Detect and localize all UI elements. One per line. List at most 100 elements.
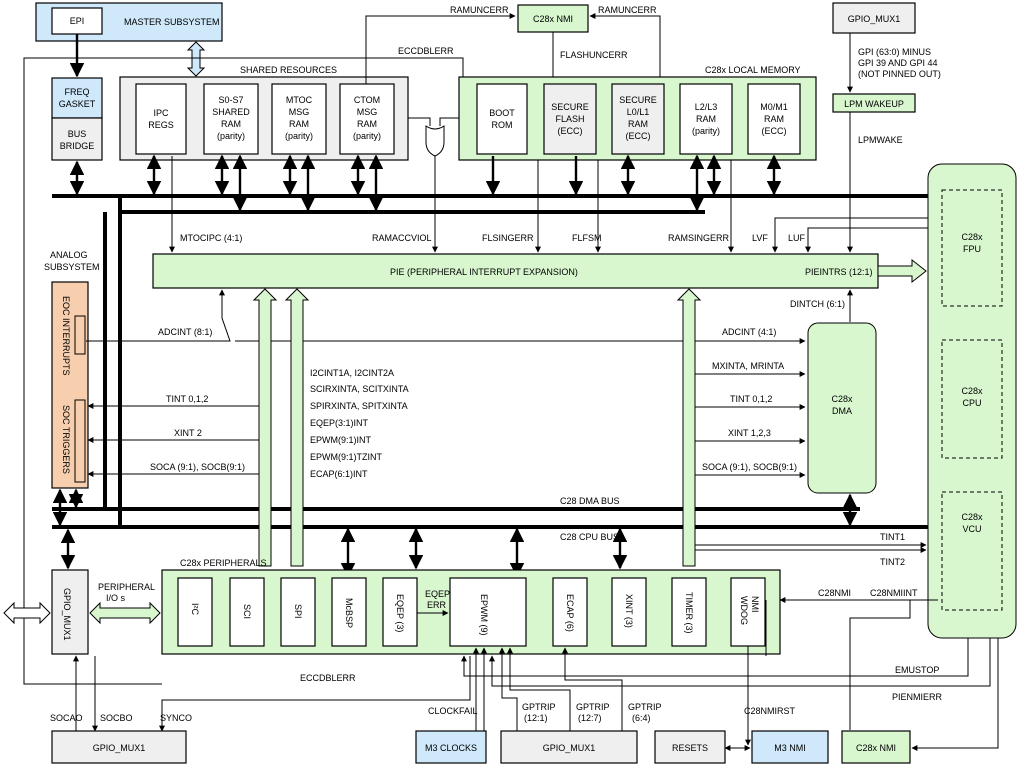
peripheral-io-line1: PERIPHERAL — [98, 582, 155, 592]
eccdblerr-bottom-label: ECCDBLERR — [300, 673, 356, 683]
int-line-2: SCIRXINTA, SCITXINTA — [310, 384, 409, 394]
gpio-top-box — [832, 2, 916, 34]
timer-box — [671, 577, 707, 647]
ecap-box — [552, 577, 588, 647]
int-line-3: SPIRXINTA, SPITXINTA — [310, 401, 408, 411]
interrupt-fat-arrows — [252, 288, 702, 567]
pie-label: PIE (PERIPHERAL INTERRUPT EXPANSION) — [390, 267, 578, 277]
cpu-line1: C28x — [961, 386, 983, 396]
bus-lines — [52, 194, 928, 529]
m0m1-line3: (ECC) — [762, 126, 787, 136]
epwm-label: EPWM (9) — [479, 594, 489, 636]
l2l3-ram-box — [679, 83, 733, 155]
bus-bridge-box — [51, 117, 103, 161]
m3-nmi-label: M3 NMI — [774, 743, 806, 753]
dma-mxint-label: MXINTA, MRINTA — [712, 361, 784, 371]
clockfail-label: CLOCKFAIL — [428, 706, 478, 716]
m0m1-line2: RAM — [764, 114, 784, 124]
c28x-core-box — [927, 163, 1017, 639]
nmi-wdog-box — [730, 577, 766, 647]
l0l1-line3: RAM — [628, 119, 648, 129]
dma-adcint-label: ADCINT (4:1) — [722, 327, 776, 337]
dma-box — [807, 322, 877, 494]
ramaccviol-label: RAMACCVIOL — [372, 233, 432, 243]
epwm-box — [449, 577, 527, 647]
mtoc-line2: MSG — [289, 107, 310, 117]
mcbsp-box — [331, 577, 367, 647]
secure-flash-box — [543, 83, 597, 155]
cpu-line2: CPU — [962, 398, 981, 408]
c28nmi-label: C28NMI — [818, 588, 851, 598]
secure-l0l1-box — [611, 83, 665, 155]
s0s7-line2: SHARED — [212, 107, 250, 117]
ctom-line4: (parity) — [353, 131, 381, 141]
int-line-5: EPWM(9:1)INT — [310, 435, 372, 445]
gpi-note-line1: GPI (63:0) MINUS — [858, 47, 931, 57]
int-line-6: EPWM(9:1)TZINT — [310, 452, 382, 462]
resets-box — [654, 730, 726, 764]
bus-bridge-line1: BUS — [68, 129, 87, 139]
l2l3-line1: L2/L3 — [695, 102, 718, 112]
bottom-c28x-nmi-label: C28x NMI — [856, 743, 896, 753]
gptrip1-line2: (12:1) — [524, 713, 548, 723]
ipc-line2: REGS — [148, 120, 174, 130]
gpio-bottom-left-box — [51, 730, 187, 764]
mtoc-line4: (parity) — [285, 131, 313, 141]
m3-clocks-label: M3 CLOCKS — [425, 743, 477, 753]
l0l1-line4: (ECC) — [626, 131, 651, 141]
freq-gasket-box — [51, 77, 103, 119]
xint-box — [611, 577, 647, 647]
gptrip2-line1: GPTRIP — [576, 702, 610, 712]
master-shared-double-arrow — [186, 41, 206, 77]
socbo-label: SOCBO — [100, 713, 133, 723]
vcu-dashed-box — [941, 491, 1003, 611]
spi-label: SPI — [293, 604, 303, 619]
mcbsp-label: McBSP — [344, 598, 354, 628]
local-memory-title: C28x LOCAL MEMORY — [705, 65, 801, 75]
lpmwake-label: LPMWAKE — [858, 135, 903, 145]
bus-bridge-line2: BRIDGE — [60, 141, 95, 151]
bottom-wires — [73, 597, 999, 751]
gpio-left-box — [51, 569, 89, 655]
dma-input-arrows — [695, 371, 858, 527]
lpm-wakeup-box — [832, 93, 916, 113]
peripherals-title: C28x PERIPHERALS — [180, 558, 267, 568]
fpu-dashed-box — [941, 189, 1003, 307]
eoc-interrupts-label: EOC INTERRUPTS — [61, 296, 71, 376]
gpio-left-io-arrow — [3, 601, 51, 625]
resets-label: RESETS — [672, 743, 708, 753]
bus-connector-arrows — [52, 488, 927, 578]
i2c-label: I²C — [190, 603, 200, 615]
l2l3-line2: RAM — [696, 114, 716, 124]
int-line-4: EQEP(3:1)INT — [310, 418, 369, 428]
or-gate-icon — [425, 125, 445, 157]
shared-resources-title: SHARED RESOURCES — [240, 65, 337, 75]
dintch-label: DINTCH (6:1) — [790, 299, 845, 309]
dma-line2: DMA — [832, 406, 852, 416]
top-nmi-wiring — [23, 13, 661, 685]
ramuncerr-right-label: RAMUNCERR — [598, 5, 657, 15]
emustop-label: EMUSTOP — [895, 665, 939, 675]
dma-soca-label: SOCA (9:1), SOCB(9:1) — [702, 462, 797, 472]
flfsm-label: FLFSM — [572, 233, 602, 243]
socao-label: SOCAO — [50, 713, 83, 723]
gpio-left-label: GPIO_MUX1 — [62, 588, 72, 641]
m0m1-ram-box — [747, 83, 801, 155]
lvf-label: LVF — [752, 233, 768, 243]
dma-xint-label: XINT 1,2,3 — [728, 428, 771, 438]
top-c28x-nmi-box — [517, 4, 589, 33]
boot-line1: BOOT — [489, 108, 515, 118]
timer-label: TIMER (3) — [684, 592, 694, 634]
dma-line1: C28x — [831, 394, 853, 404]
synco-label: SYNCO — [160, 713, 192, 723]
s0s7-line4: (parity) — [217, 131, 245, 141]
xint2-label: XINT 2 — [174, 428, 202, 438]
eqep-box — [382, 577, 418, 647]
m3-nmi-box — [751, 730, 829, 764]
eqep-err-line1: EQEP — [425, 589, 450, 599]
int-line-7: ECAP(6:1)INT — [310, 469, 368, 479]
c28nmiint-label: C28NMIINT — [870, 588, 918, 598]
fpu-line2: FPU — [963, 244, 981, 254]
int-line-1: I2CINT1A, I2CINT2A — [310, 368, 394, 378]
